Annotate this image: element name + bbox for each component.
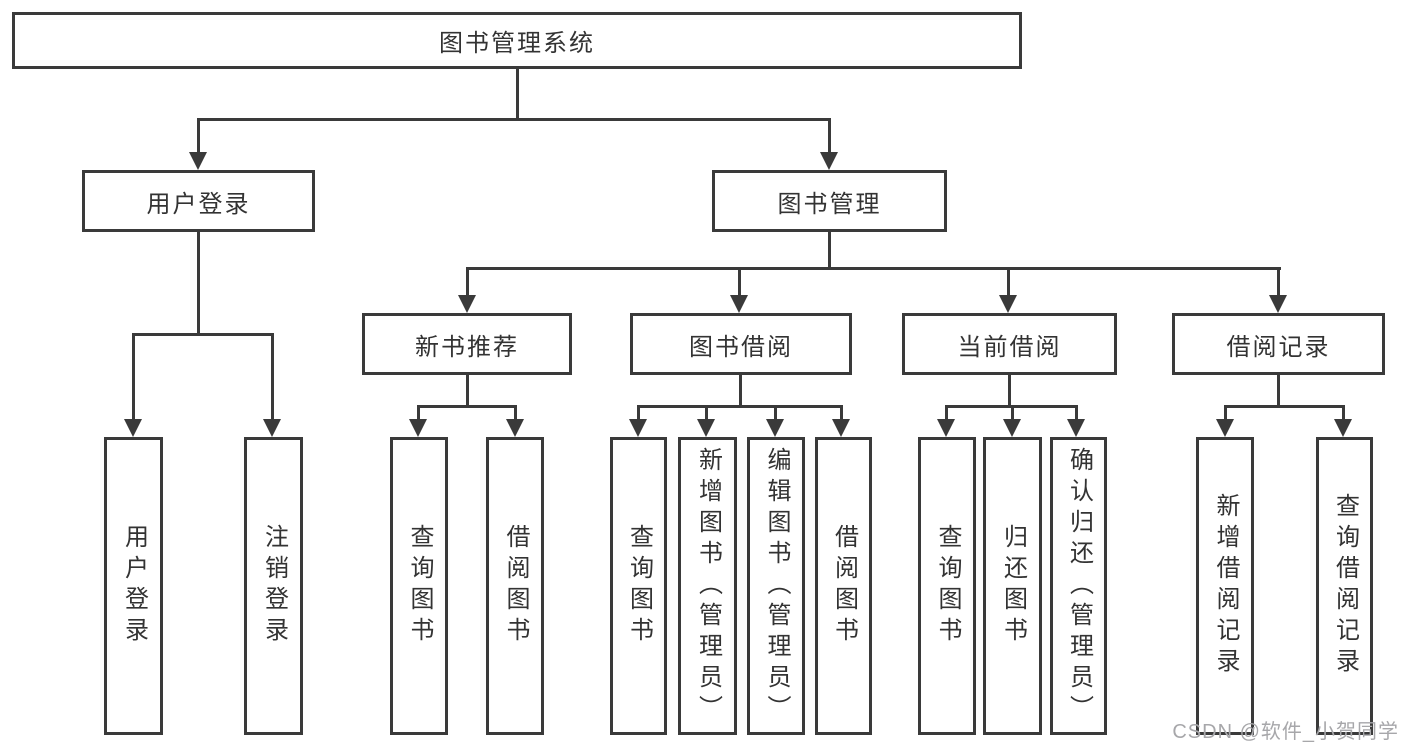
connector-line	[197, 118, 831, 121]
node-label: 当前借阅	[957, 333, 1062, 361]
connector-line	[417, 405, 420, 421]
arrow-down-icon	[263, 419, 281, 437]
leaf-label: 注销登录	[260, 524, 288, 648]
leaf-edit-book-admin: 编辑图书（管理员）	[747, 437, 805, 735]
leaf-label: 编辑图书（管理员）	[763, 446, 790, 726]
arrow-down-icon	[458, 295, 476, 313]
leaf-label: 新增借阅记录	[1212, 493, 1239, 679]
connector-line	[1277, 267, 1280, 297]
connector-line	[1224, 405, 1345, 408]
leaf-add-book-admin: 新增图书（管理员）	[678, 437, 737, 735]
arrow-down-icon	[189, 152, 207, 170]
arrow-down-icon	[937, 419, 955, 437]
connector-line	[197, 118, 200, 154]
connector-line	[132, 333, 135, 421]
connector-line	[739, 374, 742, 408]
arrow-down-icon	[1003, 419, 1021, 437]
arrow-down-icon	[730, 295, 748, 313]
node-user-login: 用户登录	[82, 170, 315, 232]
leaf-label: 查询图书	[406, 524, 433, 648]
node-library-management-system: 图书管理系统	[12, 12, 1022, 69]
node-current-borrowing: 当前借阅	[902, 313, 1117, 375]
arrow-down-icon	[697, 419, 715, 437]
arrow-down-icon	[1269, 295, 1287, 313]
leaf-borrow-book-borrowing: 借阅图书	[815, 437, 872, 735]
connector-line	[1008, 374, 1011, 408]
connector-line	[1342, 405, 1345, 421]
connector-line	[1075, 405, 1078, 421]
connector-line	[1224, 405, 1227, 421]
connector-line	[705, 405, 708, 421]
node-label: 图书借阅	[689, 333, 793, 361]
connector-line	[516, 69, 519, 121]
connector-line	[1011, 405, 1014, 421]
leaf-label: 归还图书	[999, 524, 1027, 648]
leaf-label: 新增图书（管理员）	[694, 446, 722, 726]
connector-line	[197, 231, 200, 336]
leaf-query-book-borrowing: 查询图书	[610, 437, 667, 735]
arrow-down-icon	[506, 419, 524, 437]
connector-line	[637, 405, 843, 408]
leaf-confirm-return-admin: 确认归还（管理员）	[1050, 437, 1107, 735]
connector-line	[738, 267, 741, 297]
node-book-borrowing: 图书借阅	[630, 313, 852, 375]
connector-line	[828, 231, 831, 270]
leaf-query-book-recommend: 查询图书	[390, 437, 448, 735]
watermark-csdn: CSDN @软件_小贺同学	[1172, 721, 1399, 743]
arrow-down-icon	[409, 419, 427, 437]
node-label: 借阅记录	[1226, 333, 1331, 361]
leaf-query-borrow-record: 查询借阅记录	[1316, 437, 1373, 735]
connector-line	[466, 374, 469, 408]
node-label: 图书管理系统	[439, 30, 595, 57]
connector-line	[774, 405, 777, 421]
leaf-user-login: 用户登录	[104, 437, 163, 735]
leaf-label: 查询图书	[934, 524, 961, 648]
arrow-down-icon	[820, 152, 838, 170]
connector-line	[417, 405, 517, 408]
leaf-query-book-current: 查询图书	[918, 437, 976, 735]
leaf-logout: 注销登录	[244, 437, 303, 735]
arrow-down-icon	[1216, 419, 1234, 437]
connector-line	[1277, 374, 1280, 408]
node-book-management: 图书管理	[712, 170, 947, 232]
connector-line	[514, 405, 517, 421]
node-borrowing-records: 借阅记录	[1172, 313, 1385, 375]
leaf-add-borrow-record: 新增借阅记录	[1196, 437, 1254, 735]
connector-line	[840, 405, 843, 421]
leaf-label: 确认归还（管理员）	[1065, 446, 1093, 726]
node-label: 用户登录	[146, 190, 251, 218]
leaf-label: 借阅图书	[830, 524, 858, 648]
arrow-down-icon	[629, 419, 647, 437]
leaf-borrow-book-recommend: 借阅图书	[486, 437, 544, 735]
node-new-book-recommend: 新书推荐	[362, 313, 572, 375]
leaf-return-book: 归还图书	[983, 437, 1042, 735]
arrow-down-icon	[999, 295, 1017, 313]
connector-line	[637, 405, 640, 421]
arrow-down-icon	[766, 419, 784, 437]
node-label: 新书推荐	[415, 333, 519, 361]
connector-line	[945, 405, 948, 421]
arrow-down-icon	[124, 419, 142, 437]
connector-line	[132, 333, 274, 336]
connector-line	[271, 333, 274, 421]
connector-line	[828, 118, 831, 154]
leaf-label: 用户登录	[120, 524, 148, 648]
connector-line	[1007, 267, 1010, 297]
leaf-label: 查询图书	[625, 524, 653, 648]
leaf-label: 查询借阅记录	[1331, 493, 1359, 679]
node-label: 图书管理	[777, 190, 882, 218]
leaf-label: 借阅图书	[502, 524, 529, 648]
connector-line	[466, 267, 1281, 270]
arrow-down-icon	[1067, 419, 1085, 437]
connector-line	[466, 267, 469, 297]
arrow-down-icon	[832, 419, 850, 437]
arrow-down-icon	[1334, 419, 1352, 437]
